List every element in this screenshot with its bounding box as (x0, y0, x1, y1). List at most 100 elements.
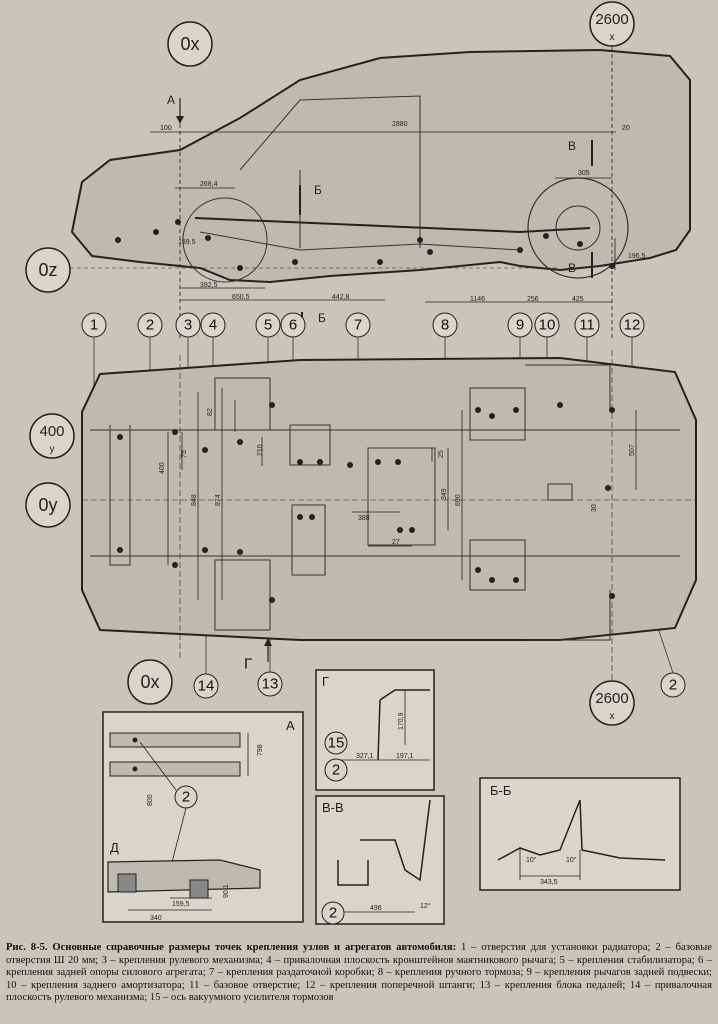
svg-text:8: 8 (441, 317, 449, 334)
svg-text:3: 3 (184, 317, 192, 334)
inset-vv: В-В 496 12° 2 (315, 795, 445, 925)
inset-d-dim-2: 90,1 (223, 884, 230, 898)
dim-side-5: 159,5 (178, 239, 196, 246)
view-letter-a: А (167, 93, 175, 107)
svg-text:5: 5 (264, 317, 272, 334)
inset-a-dim-1: 800 (147, 794, 154, 806)
callout-14: 14 (193, 673, 219, 699)
view-letter-v-top: В (568, 139, 576, 153)
svg-text:2: 2 (329, 905, 337, 922)
callout-4: 4 (200, 312, 226, 338)
marker-oy: 0y (25, 482, 71, 528)
dim-side-9: 1146 (470, 296, 485, 303)
dim-plan-2: 400 (159, 462, 166, 474)
callout-10: 10 (534, 312, 560, 338)
callout-6: 6 (280, 312, 306, 338)
svg-text:13: 13 (262, 676, 279, 693)
callout-5: 5 (255, 312, 281, 338)
callout-9: 9 (507, 312, 533, 338)
dim-side-4: 305 (578, 170, 590, 177)
svg-text:7: 7 (354, 317, 362, 334)
marker-2600-bottom: 2600 x (589, 680, 635, 726)
svg-text:15: 15 (328, 735, 345, 752)
inset-bb-title: Б-Б (490, 783, 511, 798)
inset-a-dim-0: 798 (257, 744, 264, 756)
svg-text:400: 400 (39, 423, 64, 440)
svg-text:9: 9 (516, 317, 524, 334)
inset-g-dim-0: 170,9 (398, 712, 405, 730)
dim-plan-5: 874 (215, 494, 222, 506)
inset-vv-dim-1: 12° (420, 902, 431, 910)
svg-text:0x: 0x (140, 672, 159, 692)
inset-d-dim-1: 159,5 (172, 901, 190, 908)
svg-text:2600: 2600 (595, 11, 628, 28)
caption-title: Рис. 8-5. Основные справочные размеры то… (6, 942, 457, 953)
marker-2600-top: 2600 x (589, 1, 635, 47)
svg-text:10: 10 (539, 317, 556, 334)
inset-g-dim-2: 197,1 (396, 753, 414, 760)
dim-side-3: 268,4 (200, 181, 218, 188)
marker-oz: 0z (25, 247, 71, 293)
callout-3: 3 (175, 312, 201, 338)
dim-plan-1: 75 (181, 450, 188, 458)
svg-text:2: 2 (669, 677, 677, 694)
inset-bb-dim-2: 343,5 (540, 879, 558, 886)
underbody-outline (81, 356, 697, 641)
inset-g-callout-15: 15 (324, 731, 348, 755)
svg-text:2: 2 (332, 762, 340, 779)
svg-text:12: 12 (624, 317, 641, 334)
svg-text:2600: 2600 (595, 690, 628, 707)
dim-side-8: 442,8 (332, 294, 350, 301)
inset-g: Г 170,9 327,1 197,1 15 2 (315, 669, 435, 791)
callout-12: 12 (619, 312, 645, 338)
callout-11: 11 (574, 312, 600, 338)
dim-plan-7: 349 (441, 488, 448, 500)
reference-markers: 0x 0z 400 y 0y 0x 2600 x 2600 x (25, 1, 635, 726)
dim-plan-11: 507 (629, 444, 636, 456)
marker-y400: 400 y (29, 413, 75, 459)
inset-vv-callout: 2 (321, 901, 345, 925)
inset-bb-dim-1: 10° (566, 856, 577, 864)
technical-figure: А Б Б В В 100 2880 20 268,4 305 159,5 39… (25, 1, 697, 925)
svg-text:6: 6 (289, 317, 297, 334)
svg-text:0z: 0z (38, 260, 57, 280)
dim-plan-8: 690 (455, 494, 462, 506)
svg-text:14: 14 (198, 678, 215, 695)
inset-g-title: Г (322, 674, 329, 689)
svg-text:11: 11 (579, 317, 595, 334)
view-letter-g: Г (244, 656, 252, 673)
svg-text:0x: 0x (180, 34, 199, 54)
svg-text:0y: 0y (38, 495, 57, 515)
svg-text:2: 2 (182, 789, 190, 806)
dim-side-6: 392,5 (200, 282, 218, 289)
dim-plan-4: 848 (191, 494, 198, 506)
svg-text:1: 1 (90, 317, 98, 334)
inset-bb: Б-Б 10° 10° 343,5 (479, 777, 681, 891)
dim-side-1: 2880 (392, 121, 408, 128)
inset-bb-dim-0: 10° (526, 856, 537, 864)
dim-side-2: 20 (622, 125, 630, 132)
inset-g-callout-2: 2 (324, 758, 348, 782)
inset-vv-dim-0: 496 (370, 905, 382, 912)
dim-plan-0: 82 (207, 408, 214, 416)
inset-g-dim-1: 327,1 (356, 753, 374, 760)
dim-side-7: 650,5 (232, 294, 250, 301)
callout-1: 1 (81, 312, 107, 338)
callout-2: 2 (137, 312, 163, 338)
dim-plan-10: 27 (392, 539, 400, 546)
inset-d-dim-0: 340 (150, 915, 162, 922)
marker-ox-top: 0x (167, 21, 213, 67)
svg-text:x: x (610, 32, 615, 43)
callout-7: 7 (345, 312, 371, 338)
svg-text:x: x (610, 711, 615, 722)
svg-text:4: 4 (209, 317, 217, 334)
inset-a-d: А 798 800 2 Д 340 159,5 90,1 (102, 711, 304, 923)
inset-vv-title: В-В (322, 800, 344, 815)
dim-plan-12: 30 (591, 504, 598, 512)
dim-plan-6: 25 (438, 450, 445, 458)
dim-side-12: 196,5 (628, 253, 646, 260)
callout-8: 8 (432, 312, 458, 338)
dim-plan-9: 388 (358, 515, 370, 522)
dim-side-11: 425 (572, 296, 584, 303)
car-side-silhouette (70, 48, 691, 284)
